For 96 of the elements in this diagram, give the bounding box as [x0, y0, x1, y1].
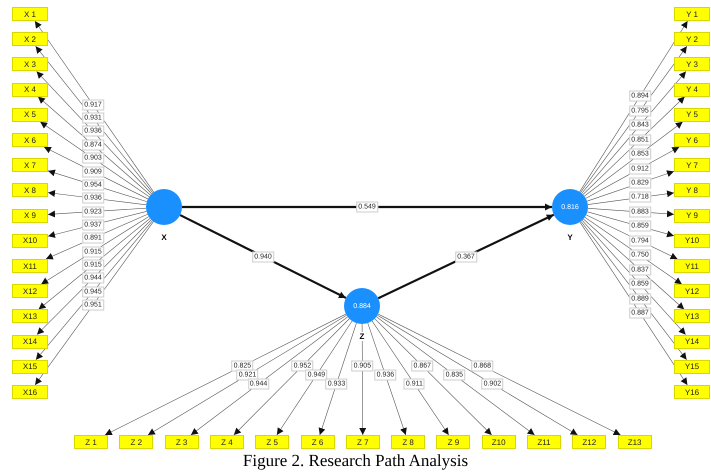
loading-arrow [34, 221, 154, 386]
loading-arrow [104, 314, 346, 436]
indicator-box: Z 3 [164, 435, 199, 449]
indicator-box: Y 1 [674, 7, 710, 21]
indicator-box: X10 [12, 234, 48, 248]
loading-arrow [587, 212, 674, 238]
indicator-box: Z 7 [346, 435, 380, 449]
loading-arrow [582, 220, 686, 335]
loading-arrow [35, 46, 154, 194]
indicator-box: Y 9 [674, 208, 710, 223]
loading-arrow [48, 170, 148, 202]
loading-arrow [583, 218, 684, 310]
indicator-box: Y13 [674, 309, 710, 324]
construct-label: Y [566, 233, 574, 242]
indicator-box: X16 [12, 385, 48, 399]
indicator-box: X14 [12, 334, 48, 349]
loading-arrow [36, 220, 153, 360]
loading-arrow [367, 322, 407, 436]
indicator-box: Y16 [674, 385, 710, 399]
indicator-box: Y12 [674, 284, 710, 298]
loading-arrow [582, 96, 686, 195]
indicator-box: X 8 [12, 183, 48, 198]
indicator-box: Y14 [674, 334, 710, 349]
loading-arrow [579, 20, 688, 192]
indicator-box: Z 1 [74, 435, 108, 449]
indicator-box: X 2 [12, 32, 48, 46]
loading-arrow [580, 46, 688, 193]
loading-arrow [148, 315, 347, 436]
loading-arrow [44, 146, 148, 200]
indicator-box: X 5 [12, 108, 48, 122]
loading-arrow [584, 216, 682, 284]
path-arrow [378, 214, 554, 300]
loading-arrow [372, 320, 449, 436]
loading-arrow [318, 322, 357, 436]
indicator-box: X 7 [12, 158, 48, 172]
loading-arrow [40, 122, 150, 198]
loading-arrow [38, 218, 150, 310]
indicator-box: Y 6 [674, 133, 710, 147]
loading-arrow [378, 314, 621, 436]
indicator-box: X 6 [12, 133, 48, 147]
indicator-box: Z 8 [391, 435, 426, 449]
indicator-box: X13 [12, 309, 48, 324]
loading-arrow [588, 190, 674, 205]
loading-arrow [588, 208, 674, 218]
loading-arrow [359, 324, 366, 436]
indicator-box: Y 7 [674, 158, 710, 172]
indicator-box: Y 8 [674, 183, 710, 198]
indicator-box: Y 5 [674, 108, 710, 122]
indicator-box: Z13 [618, 435, 652, 449]
path-arrow [180, 214, 346, 299]
indicator-box: Z 9 [436, 435, 470, 449]
figure-caption: Figure 2. Research Path Analysis [242, 451, 470, 471]
indicator-box: X15 [12, 360, 48, 374]
indicator-box: X 9 [12, 208, 48, 223]
loading-arrow [377, 314, 578, 436]
loading-arrow [34, 20, 154, 193]
path-arrow [182, 204, 552, 210]
construct-circle [146, 189, 182, 225]
indicator-box: Y 4 [674, 82, 710, 97]
loading-arrow [586, 170, 674, 202]
loading-arrow [276, 320, 352, 436]
loading-arrow [234, 318, 350, 436]
indicator-box: Z 2 [119, 435, 154, 449]
construct-label: Z [358, 332, 366, 341]
loading-arrow [38, 96, 151, 196]
loading-arrow [585, 146, 680, 199]
loading-arrow [580, 221, 687, 360]
indicator-box: Z 4 [210, 435, 244, 449]
indicator-box: X 3 [12, 57, 48, 72]
indicator-box: Z 6 [300, 435, 334, 449]
loading-arrow [581, 71, 686, 194]
loading-arrow [36, 71, 152, 194]
loading-arrow [376, 316, 535, 436]
loading-arrow [584, 122, 684, 196]
indicator-box: Y15 [674, 360, 710, 374]
indicator-box: X 1 [12, 7, 48, 21]
indicator-box: Y 2 [674, 32, 710, 46]
indicator-box: Z12 [572, 435, 606, 449]
indicator-box: Y10 [674, 234, 710, 248]
loading-arrow [36, 219, 152, 335]
indicator-box: Z11 [527, 435, 561, 449]
loading-arrow [48, 208, 146, 218]
loading-arrow [374, 318, 492, 436]
loading-arrow [40, 216, 150, 284]
loading-arrow [586, 214, 678, 260]
indicator-box: Y 3 [674, 57, 710, 72]
construct-label: X [160, 233, 168, 242]
loading-arrow [190, 316, 348, 436]
indicator-box: Z 5 [255, 435, 290, 449]
indicator-box: X 4 [12, 82, 48, 97]
indicator-box: X11 [12, 259, 48, 273]
loading-arrow [580, 222, 688, 386]
loading-arrow [46, 214, 148, 260]
indicator-box: Y11 [674, 259, 710, 273]
indicator-box: X12 [12, 284, 48, 298]
indicator-box: Z10 [482, 435, 516, 449]
